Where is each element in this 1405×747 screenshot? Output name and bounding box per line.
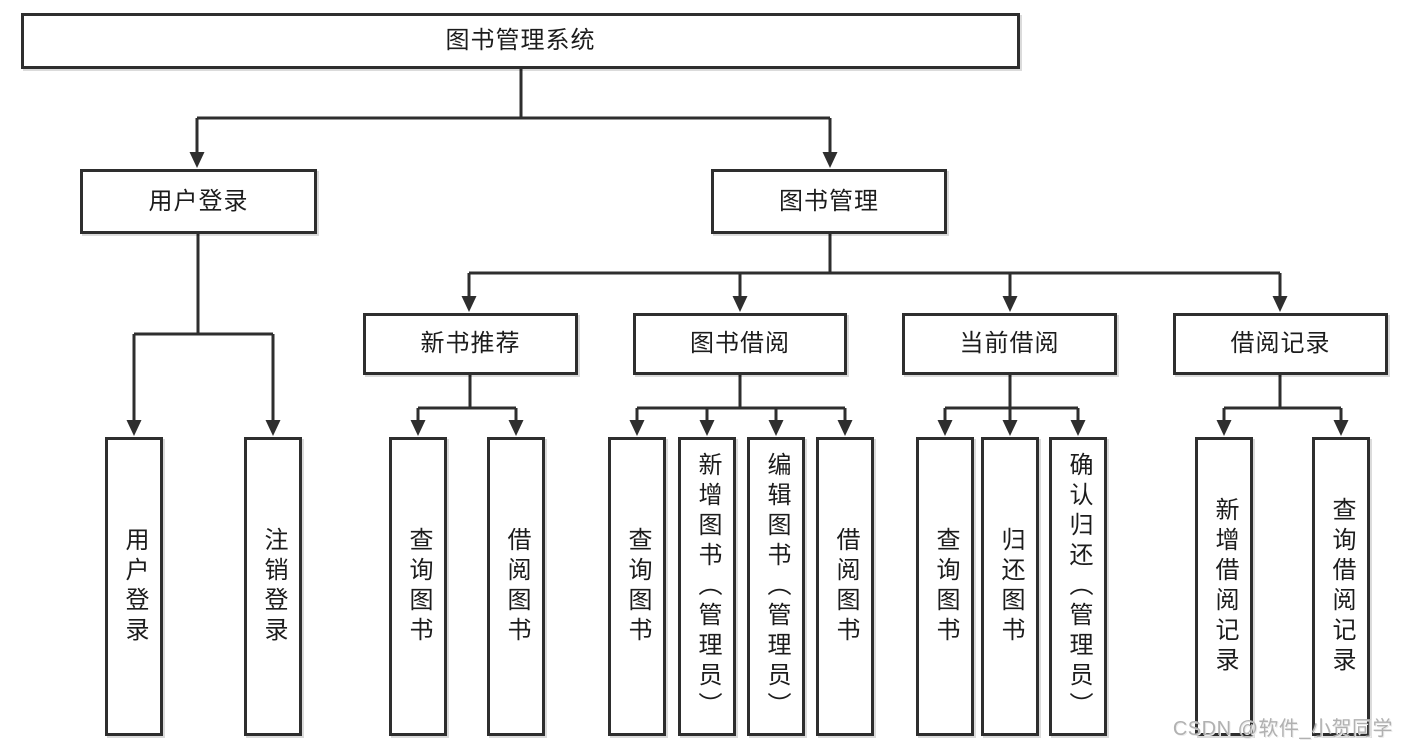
node-label: 查询图书	[405, 526, 432, 647]
arrowhead-group	[126, 152, 1349, 436]
node-label: 图书管理系统	[445, 27, 596, 54]
node-new-book-recommend: 新书推荐	[363, 313, 578, 375]
leaf-borrowing-add-book-admin: 新增图书（管理员）	[678, 437, 736, 736]
leaf-records-add-borrow-record: 新增借阅记录	[1195, 437, 1253, 736]
node-book-management: 图书管理	[711, 169, 947, 234]
node-label: 查询借阅记录	[1328, 496, 1355, 677]
leaf-recommend-borrow-book: 借阅图书	[487, 437, 545, 736]
node-label: 确认归还（管理员）	[1065, 451, 1092, 722]
csdn-watermark: CSDN @软件_小贺同学	[1172, 718, 1393, 740]
node-label: 用户登录	[148, 187, 249, 215]
node-current-borrowing: 当前借阅	[902, 313, 1117, 375]
leaf-recommend-query-book: 查询图书	[389, 437, 447, 736]
leaf-borrowing-query-book: 查询图书	[608, 437, 666, 736]
leaf-borrowing-edit-book-admin: 编辑图书（管理员）	[747, 437, 805, 736]
node-label: 新书推荐	[420, 330, 521, 357]
node-borrowing-records: 借阅记录	[1173, 313, 1388, 375]
node-label: 查询图书	[624, 526, 651, 647]
node-label: 借阅图书	[503, 526, 530, 647]
node-user-login: 用户登录	[80, 169, 317, 234]
leaf-borrowing-borrow-book: 借阅图书	[816, 437, 874, 736]
node-label: 注销登录	[260, 526, 287, 647]
node-label: 借阅记录	[1230, 330, 1331, 357]
leaf-user-login: 用户登录	[105, 437, 163, 736]
node-label: 查询图书	[932, 526, 959, 647]
node-label: 图书管理	[779, 187, 879, 215]
node-label: 编辑图书（管理员）	[763, 451, 790, 722]
leaf-logout: 注销登录	[244, 437, 302, 736]
node-label: 用户登录	[121, 526, 148, 647]
leaf-records-query-borrow-record: 查询借阅记录	[1312, 437, 1370, 736]
node-label: 图书借阅	[690, 330, 790, 357]
node-label: 新增借阅记录	[1211, 496, 1238, 677]
node-label: 新增图书（管理员）	[694, 451, 721, 722]
node-label: 借阅图书	[832, 526, 859, 647]
leaf-current-return-book: 归还图书	[981, 437, 1039, 736]
node-label: 归还图书	[997, 526, 1024, 647]
leaf-current-query-book: 查询图书	[916, 437, 974, 736]
node-label: 当前借阅	[959, 330, 1060, 357]
node-root-library-management-system: 图书管理系统	[21, 13, 1020, 69]
leaf-current-confirm-return-admin: 确认归还（管理员）	[1049, 437, 1107, 736]
node-book-borrowing: 图书借阅	[633, 313, 847, 375]
